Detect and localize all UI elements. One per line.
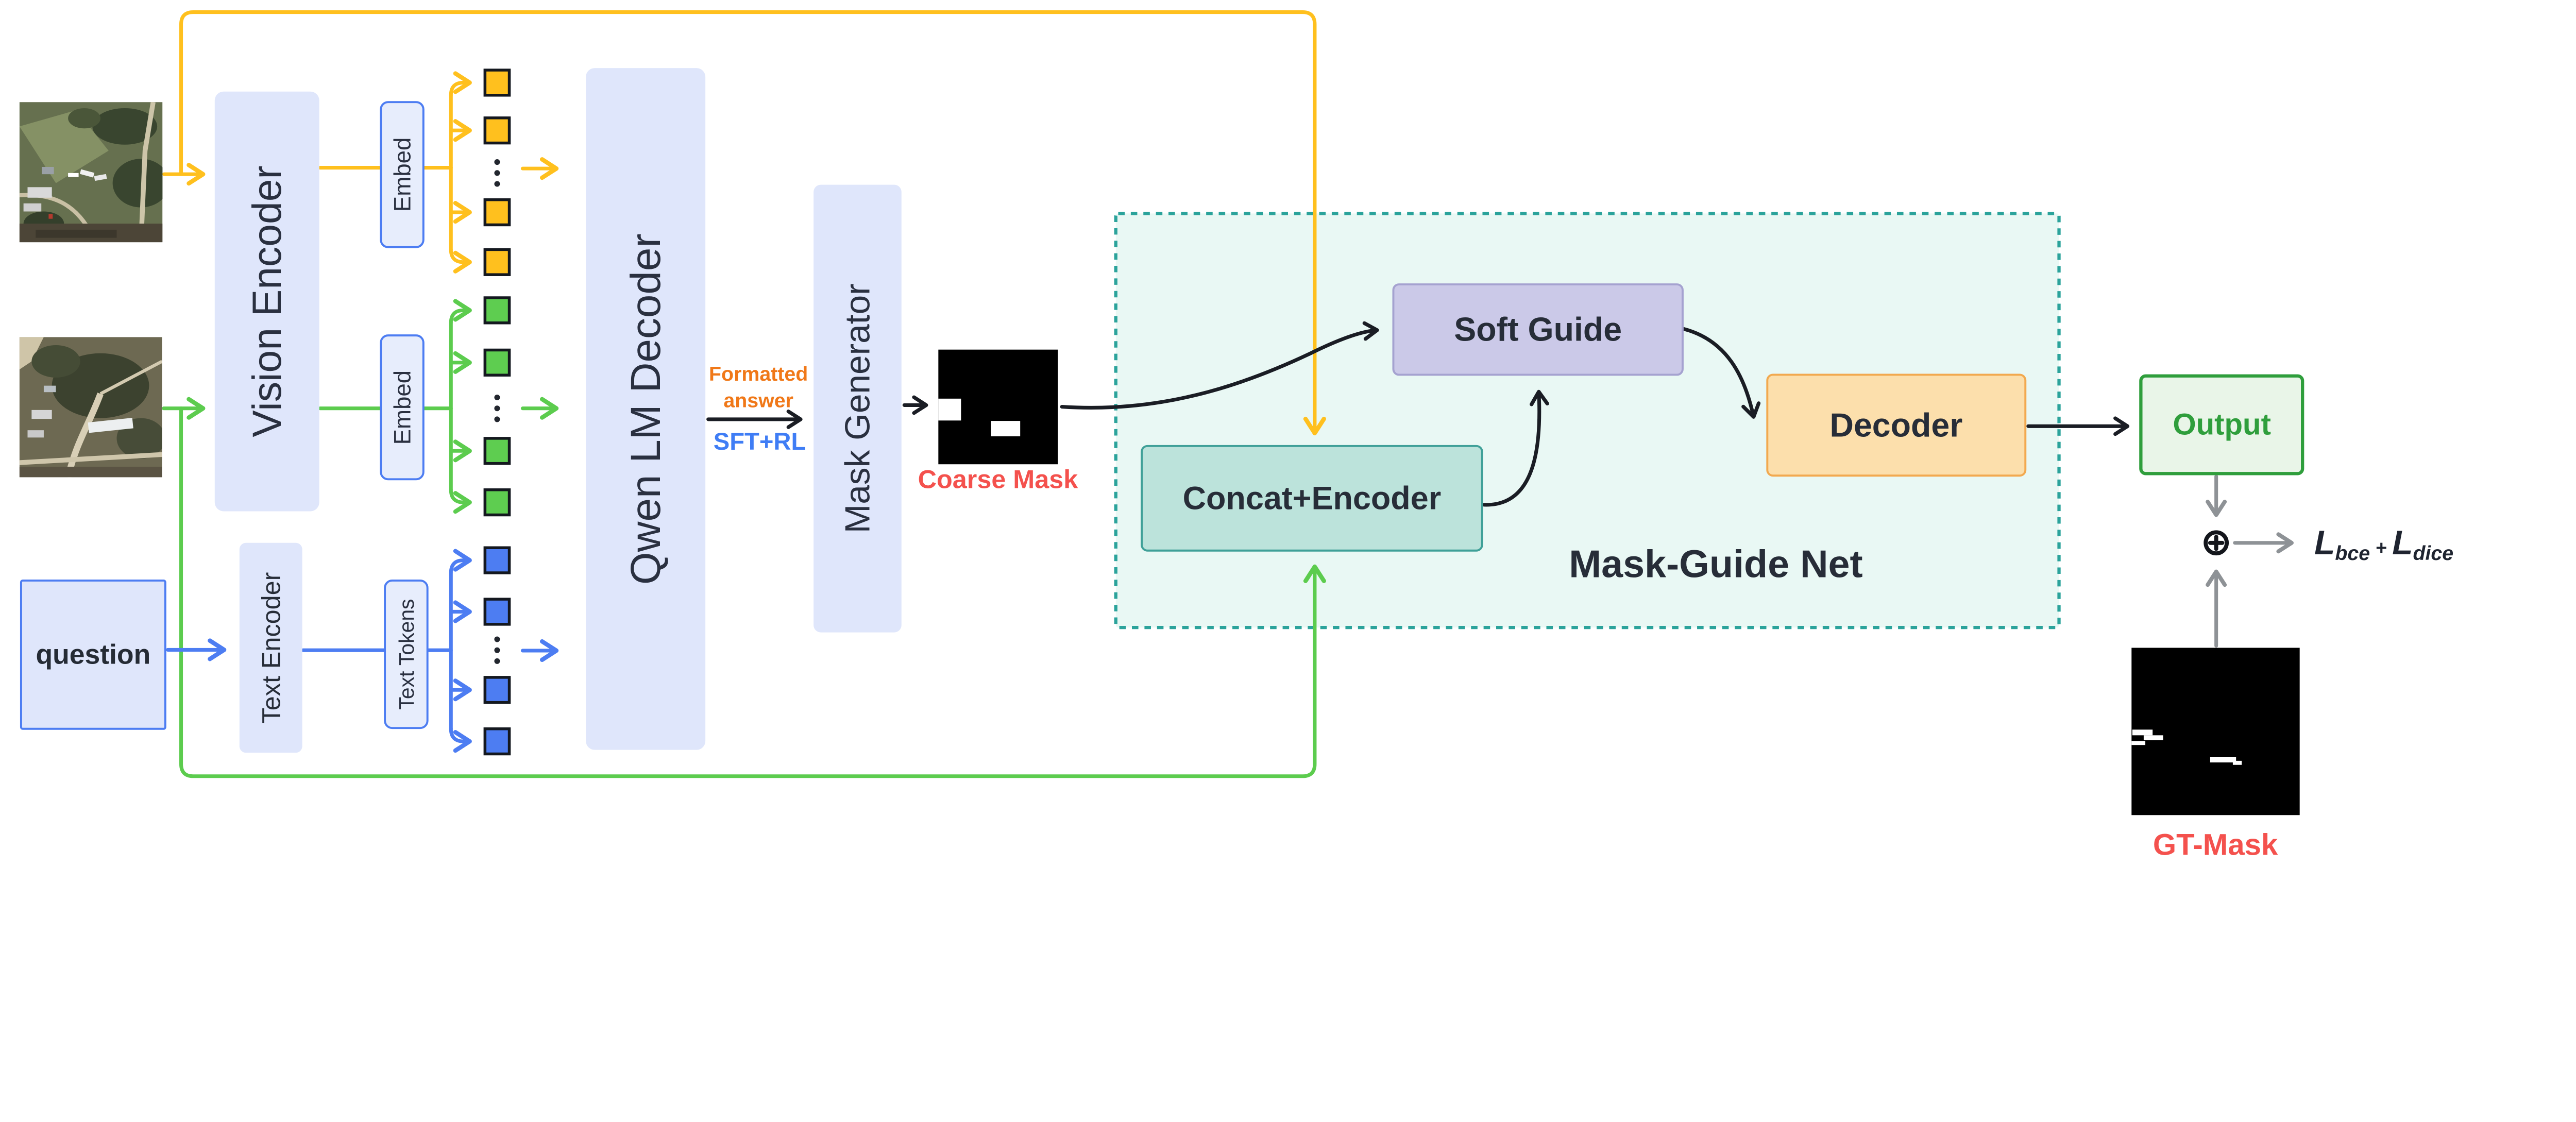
gt-mask-image (2131, 648, 2300, 815)
text-token (483, 676, 511, 704)
embed-box-middle (380, 334, 425, 481)
image2-token (483, 348, 511, 377)
question-box (20, 579, 166, 730)
image1-token (483, 116, 511, 145)
coarse-mask-image (938, 349, 1058, 465)
text-token-column (483, 546, 511, 756)
output-box (2139, 374, 2304, 475)
yellow-branch-1 (449, 71, 472, 97)
vision-encoder-label: Vision Encoder (244, 165, 290, 437)
concat-encoder-box (1141, 445, 1483, 552)
text-encoder-label: Text Encoder (257, 572, 286, 724)
soft-guide-box (1392, 283, 1684, 376)
vision-encoder-box (214, 91, 319, 512)
yellow-skip-connection-line (179, 10, 1326, 436)
text-token (483, 727, 511, 756)
text-encoder-box (239, 542, 302, 753)
output-label: Output (2173, 408, 2271, 441)
image2-token (483, 488, 511, 517)
coarse-mask-to-soft-guide-curve (1060, 321, 1379, 410)
green-branch-1 (449, 299, 472, 325)
decoder-box (1766, 373, 2027, 477)
blue-branch-1 (449, 549, 472, 575)
concat-encoder-label: Concat+Encoder (1183, 480, 1442, 516)
embed-middle-label: Embed (389, 370, 415, 445)
image1-token-column (483, 69, 511, 276)
loss-formula: Lbce + Ldice (2314, 523, 2453, 565)
coarse-mask-label: Coarse Mask (918, 465, 1079, 494)
plus-sum-icon (2204, 530, 2229, 556)
text-tokens-box (384, 579, 429, 729)
question-label: question (36, 639, 150, 670)
image2-token (483, 437, 511, 465)
architecture-diagram: question Vision Encoder Text Encoder Emb… (19, 10, 2454, 862)
concat-encoder-to-soft-guide-curve (1482, 389, 1549, 507)
embed-box-top (380, 101, 425, 248)
aerial-image-1 (19, 102, 163, 243)
aerial-image-2 (19, 337, 162, 478)
text-token (483, 546, 511, 574)
mask-generator-label: Mask Generator (838, 283, 877, 533)
sft-rl-label: SFT+RL (714, 428, 806, 455)
text-tokens-label: Text Tokens (395, 599, 418, 710)
soft-guide-label: Soft Guide (1454, 311, 1622, 348)
green-skip-connection-line (179, 406, 1326, 778)
image1-token (483, 248, 511, 276)
image2-token-column (483, 296, 511, 517)
gt-mask-label: GT-Mask (2153, 828, 2278, 861)
green-branch-4 (449, 488, 472, 514)
mask-guide-net-label: Mask-Guide Net (1569, 542, 1862, 586)
formatted-answer-label-line2: answer (723, 389, 793, 412)
text-token (483, 598, 511, 626)
image1-token (483, 69, 511, 97)
decoder-label: Decoder (1829, 407, 1962, 444)
yellow-branch-4 (449, 247, 472, 274)
formatted-answer-label-line1: Formatted (709, 363, 808, 385)
qwen-lm-decoder-box (586, 68, 706, 750)
soft-guide-to-decoder-curve (1682, 327, 1761, 419)
qwen-lm-decoder-label: Qwen LM Decoder (622, 233, 669, 585)
mask-generator-box (814, 184, 902, 633)
image1-token (483, 198, 511, 227)
image2-token (483, 296, 511, 325)
blue-branch-4 (449, 727, 472, 753)
embed-top-label: Embed (389, 138, 415, 212)
